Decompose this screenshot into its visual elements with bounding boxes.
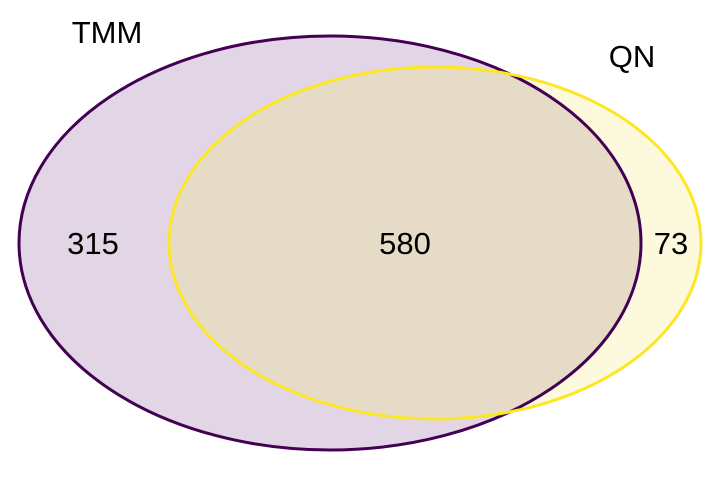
tmm-set-label: TMM [72,15,143,50]
qn-only-count: 73 [654,226,688,261]
qn-set-label: QN [609,39,656,74]
tmm-outline [17,34,643,452]
overlap-region [169,67,641,419]
tmm-only-count: 315 [67,226,119,261]
overlap-count: 580 [379,226,431,261]
qn-outline [167,65,703,421]
